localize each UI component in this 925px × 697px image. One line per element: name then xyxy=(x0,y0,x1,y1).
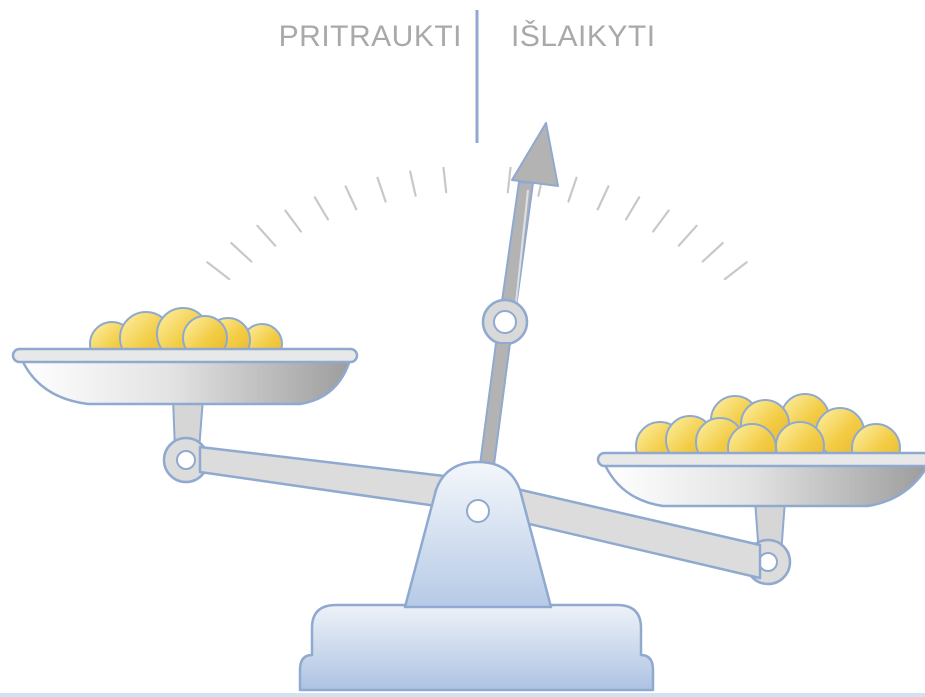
gauge-tick xyxy=(679,226,697,246)
right-pan xyxy=(598,453,925,506)
gauge-ticks xyxy=(207,168,746,279)
needle-arrow-icon xyxy=(499,123,558,322)
gauge-tick xyxy=(626,197,639,219)
gauge-tick xyxy=(315,197,328,219)
pivot-hole xyxy=(467,500,489,522)
needle-pivot-ring xyxy=(483,300,527,344)
gauge-tick xyxy=(703,243,723,261)
needle-shaft xyxy=(478,343,510,480)
gauge-tick xyxy=(653,211,669,232)
gauge-tick xyxy=(508,168,511,193)
gauge-tick xyxy=(568,178,576,202)
pedestal-base xyxy=(300,605,653,690)
gauge-tick xyxy=(444,168,447,193)
gauge-tick xyxy=(598,186,609,209)
gauge-tick xyxy=(285,211,301,232)
gauge-tick xyxy=(378,178,386,202)
gauge-tick xyxy=(257,226,275,246)
gauge-tick xyxy=(346,186,357,209)
gauge-tick xyxy=(410,172,415,196)
gauge-tick xyxy=(207,262,229,279)
gauge-tick xyxy=(231,243,251,261)
gauge-tick xyxy=(725,262,747,279)
left-pan xyxy=(13,349,357,404)
